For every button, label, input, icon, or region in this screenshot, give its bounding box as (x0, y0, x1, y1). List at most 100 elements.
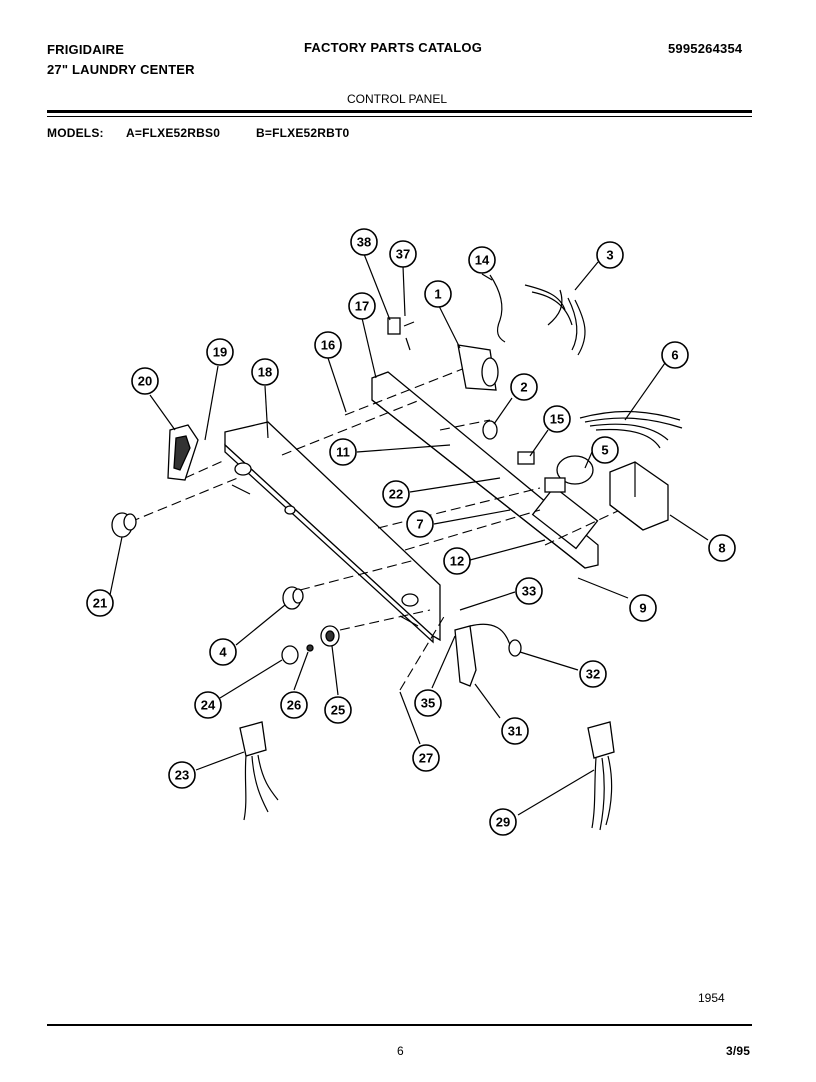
bracket-20 (167, 424, 199, 481)
callout-7: 7 (406, 510, 434, 538)
control-box-8 (609, 461, 669, 531)
console-panel (224, 421, 441, 644)
section-title: CONTROL PANEL (347, 92, 448, 106)
callout-24: 24 (194, 691, 222, 719)
knob-21 (111, 512, 137, 538)
svg-text:3: 3 (606, 248, 613, 263)
svg-text:37: 37 (396, 247, 410, 262)
callout-32: 32 (579, 660, 607, 688)
wire-harness-23 (239, 721, 279, 821)
callout-16: 16 (314, 331, 342, 359)
svg-text:15: 15 (550, 412, 564, 427)
svg-text:21: 21 (93, 596, 107, 611)
callout-6: 6 (661, 341, 689, 369)
callout-31: 31 (501, 717, 529, 745)
callout-37: 37 (389, 240, 417, 268)
catalog-title: FACTORY PARTS CATALOG (304, 40, 483, 55)
svg-text:14: 14 (475, 253, 490, 268)
knob-24 (281, 645, 299, 665)
page-number: 6 (397, 1044, 404, 1058)
svg-text:29: 29 (496, 815, 510, 830)
callout-2: 2 (510, 373, 538, 401)
brand-name: FRIGIDAIRE (47, 42, 125, 57)
callout-17: 17 (348, 292, 376, 320)
svg-text:7: 7 (416, 517, 423, 532)
product-name: 27" LAUNDRY CENTER (47, 62, 195, 77)
wire-harness-29 (587, 721, 615, 831)
header-rule-thin (47, 116, 752, 117)
svg-text:17: 17 (355, 299, 369, 314)
callout-21: 21 (86, 589, 114, 617)
spring-26 (306, 644, 314, 652)
callout-29: 29 (489, 808, 517, 836)
svg-text:23: 23 (175, 768, 189, 783)
svg-text:4: 4 (219, 645, 227, 660)
knob-2 (482, 420, 498, 440)
callout-12: 12 (443, 547, 471, 575)
timer (457, 344, 499, 391)
svg-text:6: 6 (671, 348, 678, 363)
svg-text:20: 20 (138, 374, 152, 389)
svg-text:2: 2 (520, 380, 527, 395)
svg-text:8: 8 (718, 541, 725, 556)
knob-4 (282, 586, 304, 610)
svg-text:1: 1 (434, 287, 441, 302)
svg-text:16: 16 (321, 338, 335, 353)
callout-18: 18 (251, 358, 279, 386)
svg-text:31: 31 (508, 724, 522, 739)
svg-text:32: 32 (586, 667, 600, 682)
header-rule-thick (47, 110, 752, 113)
svg-text:35: 35 (421, 696, 435, 711)
wire-harness-3 (524, 284, 586, 356)
svg-text:5: 5 (601, 443, 608, 458)
callout-15: 15 (543, 405, 571, 433)
svg-text:24: 24 (201, 698, 216, 713)
callout-14: 14 (468, 246, 496, 274)
svg-text:26: 26 (287, 698, 301, 713)
svg-text:19: 19 (213, 345, 227, 360)
catalog-number: 5995264354 (668, 41, 743, 56)
callout-19: 19 (206, 338, 234, 366)
svg-text:12: 12 (450, 554, 464, 569)
callout-11: 11 (329, 438, 357, 466)
svg-text:38: 38 (357, 235, 371, 250)
callout-3: 3 (596, 241, 624, 269)
callout-23: 23 (168, 761, 196, 789)
clip-32 (508, 639, 522, 657)
callout-20: 20 (131, 367, 159, 395)
model-a: A=FLXE52RBS0 (126, 126, 221, 140)
callout-27: 27 (412, 744, 440, 772)
support-bracket (371, 371, 599, 569)
callout-22: 22 (382, 480, 410, 508)
svg-text:18: 18 (258, 365, 272, 380)
callout-8: 8 (708, 534, 736, 562)
callout-26: 26 (280, 691, 308, 719)
leader-lines (109, 253, 709, 816)
wire-harness-6 (579, 410, 683, 449)
ring-25 (320, 625, 340, 647)
switch-37-38 (387, 317, 415, 351)
callout-38: 38 (350, 228, 378, 256)
callout-9: 9 (629, 594, 657, 622)
callout-1: 1 (424, 280, 452, 308)
callout-5: 5 (591, 436, 619, 464)
bracket-31 (454, 623, 511, 687)
svg-text:11: 11 (336, 445, 350, 460)
svg-text:27: 27 (419, 751, 433, 766)
callout-35: 35 (414, 689, 442, 717)
callout-25: 25 (324, 696, 352, 724)
svg-text:9: 9 (639, 601, 646, 616)
footer-rule (47, 1024, 752, 1026)
model-b: B=FLXE52RBT0 (256, 126, 350, 140)
assembly-lines (129, 367, 621, 691)
callout-33: 33 (515, 577, 543, 605)
wire-14 (489, 274, 506, 343)
drawing-number: 1954 (698, 991, 725, 1005)
svg-text:25: 25 (331, 703, 345, 718)
pressure-switch-5 (544, 455, 594, 493)
revision-date: 3/95 (726, 1044, 751, 1058)
svg-text:33: 33 (522, 584, 536, 599)
models-label: MODELS: (47, 126, 104, 140)
callout-4: 4 (209, 638, 237, 666)
